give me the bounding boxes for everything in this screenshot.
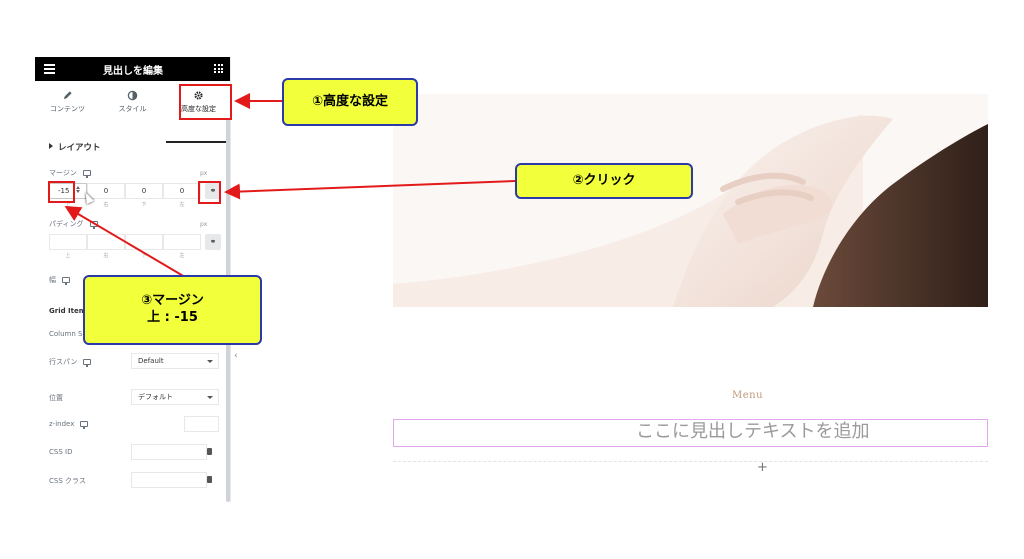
panel-title: 見出しを編集 <box>103 66 163 77</box>
tab-style-label: スタイル <box>118 105 147 113</box>
desktop-icon[interactable] <box>80 421 89 429</box>
number-spinner[interactable] <box>76 185 81 197</box>
callout-click: ②クリック <box>515 163 693 199</box>
margin-left-input[interactable]: 0 <box>163 183 201 199</box>
tab-advanced-label: 高度な設定 <box>181 105 216 113</box>
heading-widget-text[interactable]: ここに見出しテキストを追加 <box>636 421 870 442</box>
chevron-down-icon <box>207 360 213 363</box>
css-class-input[interactable] <box>131 472 207 488</box>
tab-advanced[interactable]: 高度な設定 <box>166 81 230 119</box>
caret-right-icon <box>49 143 53 149</box>
margin-right-input[interactable]: 0 <box>87 183 125 199</box>
padding-right-input[interactable] <box>87 234 125 250</box>
caption-left: 左 <box>179 253 185 259</box>
highlight-margin-top <box>48 181 75 203</box>
caption-top: 上 <box>65 253 71 259</box>
heading-widget-outline[interactable] <box>393 419 988 447</box>
padding-link-button[interactable]: ⚭ <box>205 234 221 250</box>
caption-left: 左 <box>179 202 185 208</box>
contrast-icon <box>127 90 138 101</box>
tab-content-label: コンテンツ <box>50 105 85 113</box>
desktop-icon[interactable] <box>89 221 98 229</box>
caption-bottom: 下 <box>141 202 147 208</box>
zindex-label: z-index <box>49 420 75 428</box>
row-span-select[interactable]: Default <box>131 353 219 369</box>
link-icon: ⚭ <box>209 186 217 195</box>
css-id-label: CSS ID <box>49 448 73 456</box>
padding-inputs <box>49 234 220 250</box>
callout-margin-line2: 上 : -15 <box>147 310 198 325</box>
panel-header: 見出しを編集 <box>35 57 230 81</box>
padding-unit[interactable]: px <box>200 221 208 228</box>
padding-left-input[interactable] <box>163 234 201 250</box>
highlight-link-button <box>198 181 221 204</box>
grid-item-heading: Grid Item <box>49 307 87 315</box>
padding-label: パディング <box>49 220 84 228</box>
caption-right: 右 <box>103 253 109 259</box>
widgets-grid-icon[interactable] <box>214 64 223 73</box>
margin-inputs: -15 0 0 0 <box>49 183 220 199</box>
link-icon: ⚭ <box>209 237 217 246</box>
padding-bottom-input[interactable] <box>125 234 163 250</box>
css-class-label: CSS クラス <box>49 477 86 485</box>
row-span-label: 行スパン <box>49 358 78 366</box>
zindex-label-row: z-index <box>49 420 89 429</box>
callout-advanced-settings: ①高度な設定 <box>282 78 418 126</box>
section-layout-label: レイアウト <box>58 143 101 153</box>
desktop-icon[interactable] <box>82 170 91 178</box>
margin-link-button[interactable]: ⚭ <box>205 183 221 199</box>
collapse-panel-icon[interactable]: ‹ <box>234 351 238 361</box>
css-id-input[interactable] <box>131 444 207 460</box>
padding-top-input[interactable] <box>49 234 87 250</box>
tab-content[interactable]: コンテンツ <box>35 81 100 119</box>
hero-photo <box>393 94 988 307</box>
margin-bottom-input[interactable]: 0 <box>125 183 163 199</box>
hamburger-menu-icon[interactable] <box>44 64 55 74</box>
margin-captions: 上 右 下 左 <box>49 201 201 208</box>
add-section-area <box>393 461 988 477</box>
pencil-icon <box>63 91 72 100</box>
active-tab-indicator <box>166 141 230 143</box>
zindex-input[interactable] <box>184 416 219 432</box>
position-value: デフォルト <box>138 393 173 401</box>
menu-label: Menu <box>732 390 764 401</box>
desktop-icon[interactable] <box>62 277 70 285</box>
dynamic-tags-icon[interactable] <box>207 476 212 483</box>
width-label: 幅 <box>49 276 56 284</box>
position-label: 位置 <box>49 394 63 402</box>
width-label-row: 幅 <box>49 275 70 285</box>
caption-top: 上 <box>65 202 71 208</box>
caption-bottom: 下 <box>141 253 147 259</box>
highlight-advanced-tab <box>179 84 232 120</box>
margin-label-row: マージン <box>49 168 91 178</box>
column-span-label: Column S <box>49 330 83 338</box>
callout-margin: ③マージン 上 : -15 <box>83 275 262 345</box>
padding-captions: 上 右 下 左 <box>49 252 201 259</box>
margin-label: マージン <box>49 169 77 177</box>
massage-photo-illustration <box>393 94 988 307</box>
panel-tabs: コンテンツ スタイル 高度な設定 <box>35 81 230 143</box>
chevron-down-icon <box>207 396 213 399</box>
row-span-value: Default <box>138 357 164 365</box>
padding-label-row: パディング <box>49 219 98 229</box>
desktop-icon[interactable] <box>83 359 92 367</box>
dynamic-tags-icon[interactable] <box>207 448 212 455</box>
gear-icon <box>194 91 203 100</box>
add-section-plus-icon[interactable]: + <box>757 460 768 475</box>
tab-style[interactable]: スタイル <box>100 81 165 119</box>
row-span-label-row: 行スパン <box>49 357 92 367</box>
position-select[interactable]: デフォルト <box>131 389 219 405</box>
callout-margin-line1: ③マージン <box>141 293 204 308</box>
margin-unit[interactable]: px <box>200 170 208 177</box>
section-layout[interactable]: レイアウト <box>49 141 101 153</box>
caption-right: 右 <box>103 202 109 208</box>
